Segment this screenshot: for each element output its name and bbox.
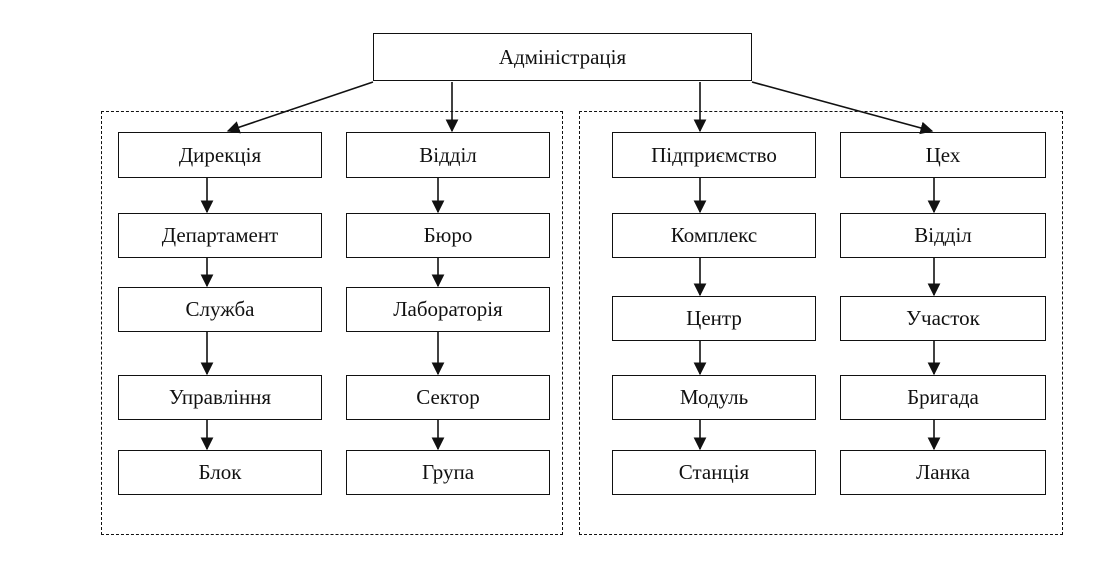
col2-box-5: Група: [346, 450, 550, 495]
col2-box-1: Відділ: [346, 132, 550, 178]
col1-box-4: Управління: [118, 375, 322, 420]
col3-box-1: Підприємство: [612, 132, 816, 178]
col4-box-2: Відділ: [840, 213, 1046, 258]
col4-box-4: Бригада: [840, 375, 1046, 420]
col1-box-1: Дирекція: [118, 132, 322, 178]
root-box: Адміністрація: [373, 33, 752, 81]
col1-box-5: Блок: [118, 450, 322, 495]
col2-box-2: Бюро: [346, 213, 550, 258]
col2-box-3: Лабораторія: [346, 287, 550, 332]
col3-box-2: Комплекс: [612, 213, 816, 258]
arrow-root-to-col4: [751, 81, 934, 135]
left-group-container: [101, 111, 563, 535]
col4-box-5: Ланка: [840, 450, 1046, 495]
col4-box-3: Участок: [840, 296, 1046, 341]
col1-box-2: Департамент: [118, 213, 322, 258]
col3-box-4: Модуль: [612, 375, 816, 420]
col2-box-4: Сектор: [346, 375, 550, 420]
right-group-container: [579, 111, 1063, 535]
col3-box-3: Центр: [612, 296, 816, 341]
col1-box-3: Служба: [118, 287, 322, 332]
col4-box-1: Цех: [840, 132, 1046, 178]
arrow-root-to-col1: [226, 81, 374, 134]
col3-box-5: Станція: [612, 450, 816, 495]
